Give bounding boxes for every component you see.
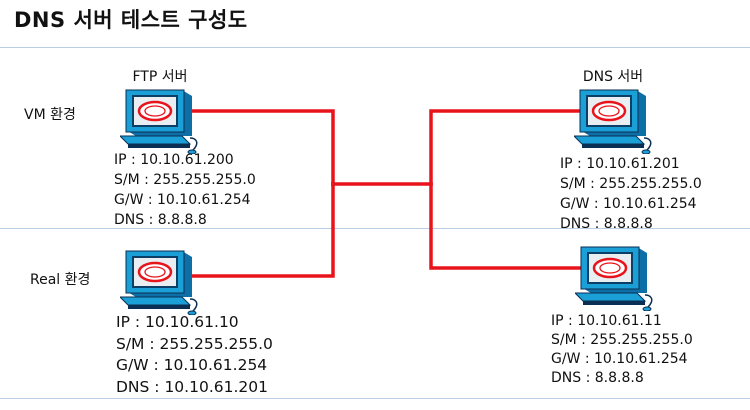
link-ftp-server <box>184 109 335 186</box>
vm-section-label: VM 환경 <box>24 107 76 123</box>
real-left-computer-icon <box>120 250 198 315</box>
link-dns-server <box>429 109 585 186</box>
real-left-gateway: G/W : 10.10.61.254 <box>116 356 268 374</box>
dns-server-dns: DNS : 8.8.8.8 <box>560 216 653 232</box>
dns-server-ip: IP : 10.10.61.201 <box>560 156 680 172</box>
diagram-title: DNS 서버 테스트 구성도 <box>14 8 248 32</box>
real-left-subnet-mask: S/M : 255.255.255.0 <box>116 334 273 353</box>
dns-server-subnet-mask: S/M : 255.255.255.0 <box>560 176 702 192</box>
ftp-dns: DNS : 8.8.8.8 <box>114 212 207 228</box>
real-left-info: IP : 10.10.61.10 S/M : 255.255.255.0 G/W… <box>116 312 273 398</box>
real-right-computer-icon <box>575 246 653 311</box>
ftp-server-computer-icon <box>120 89 198 154</box>
title-divider <box>0 47 750 48</box>
section-divider <box>0 228 750 229</box>
ftp-gateway: G/W : 10.10.61.254 <box>114 192 251 208</box>
real-right-info: IP : 10.10.61.11 S/M : 255.255.255.0 G/W… <box>551 312 693 388</box>
link-real-right <box>429 182 586 270</box>
real-right-gateway: G/W : 10.10.61.254 <box>551 351 688 367</box>
dns-server-gateway: G/W : 10.10.61.254 <box>560 196 697 212</box>
link-real-left <box>184 182 335 278</box>
ftp-subnet-mask: S/M : 255.255.255.0 <box>114 172 256 188</box>
dns-server-label: DNS 서버 <box>582 69 644 85</box>
real-right-dns: DNS : 8.8.8.8 <box>551 370 644 386</box>
ftp-server-info: IP : 10.10.61.200 S/M : 255.255.255.0 G/… <box>114 150 256 230</box>
dns-server-info: IP : 10.10.61.201 S/M : 255.255.255.0 G/… <box>560 154 702 234</box>
real-right-ip: IP : 10.10.61.11 <box>551 313 662 329</box>
bottom-divider <box>0 398 750 399</box>
real-section-label: Real 환경 <box>30 272 91 288</box>
ftp-ip: IP : 10.10.61.200 <box>114 152 234 168</box>
real-left-dns: DNS : 10.10.61.201 <box>116 377 268 396</box>
real-left-ip: IP : 10.10.61.10 <box>116 313 239 331</box>
dns-server-computer-icon <box>574 89 652 154</box>
real-right-subnet-mask: S/M : 255.255.255.0 <box>551 332 693 348</box>
ftp-server-label: FTP 서버 <box>132 69 188 85</box>
